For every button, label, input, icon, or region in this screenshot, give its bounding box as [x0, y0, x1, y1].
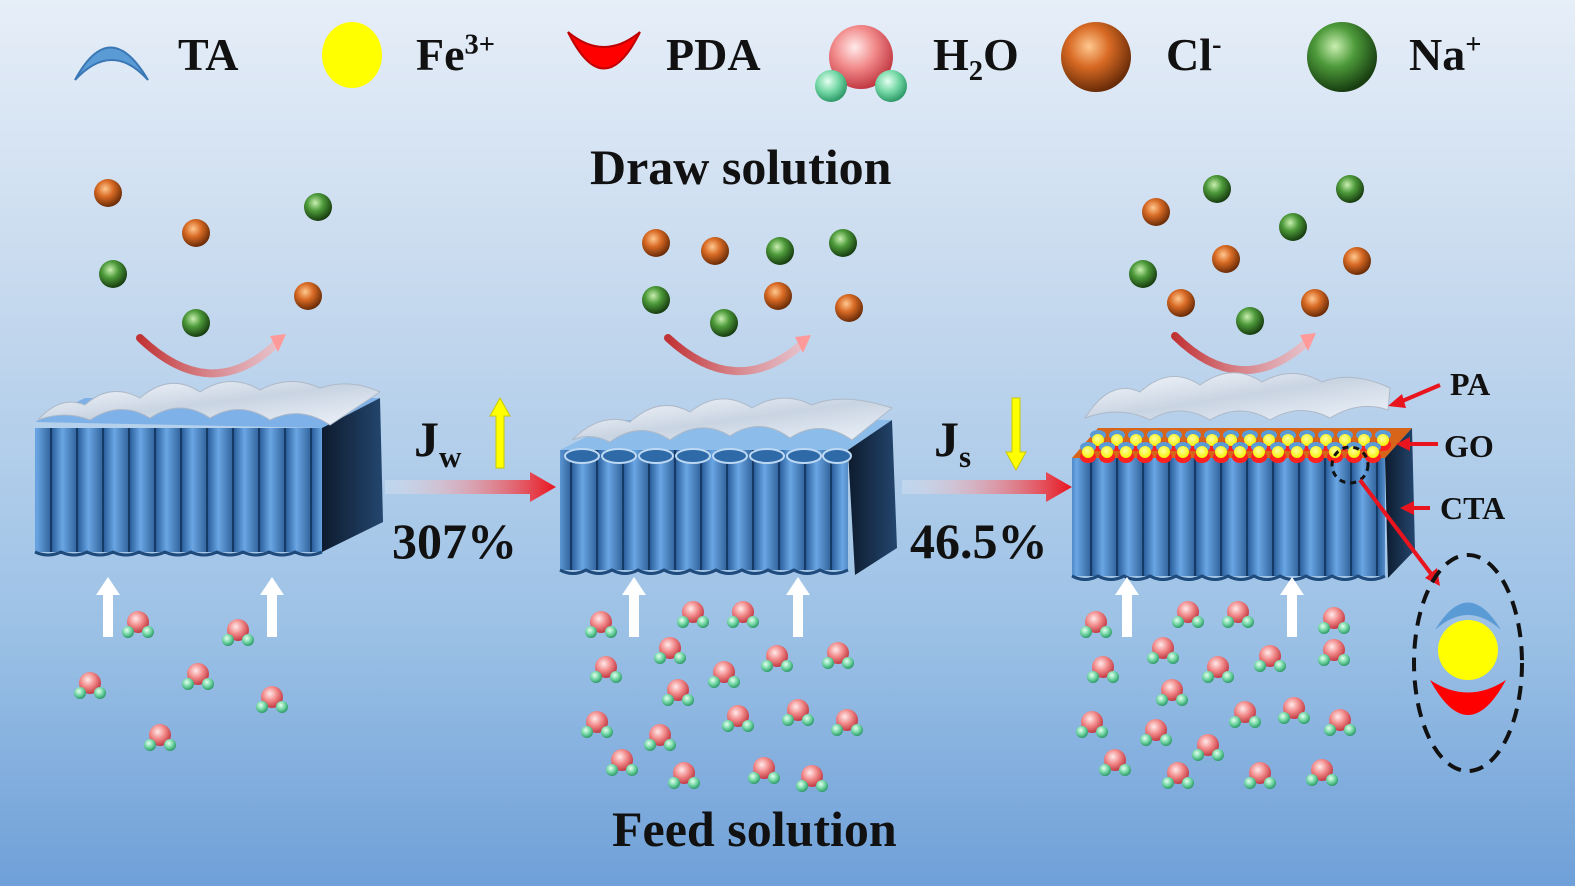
curved-arrow-1 — [136, 334, 286, 378]
membrane-ta-fe — [559, 397, 897, 575]
legend-water-subscript: 2 — [968, 56, 984, 88]
legend-pda-icon — [567, 31, 641, 70]
legend-ta-label: TA — [178, 28, 239, 81]
js-flow-arrow — [902, 472, 1072, 502]
ta-fe-pda-layer — [1080, 430, 1391, 463]
pa-pointer-arrow — [1388, 383, 1441, 408]
js-down-arrow-icon — [1005, 397, 1027, 472]
go-pointer-arrow — [1396, 437, 1438, 451]
legend-water-icon — [815, 25, 907, 102]
draw-solution-title: Draw solution — [590, 139, 892, 195]
legend-chloride-icon — [1061, 22, 1131, 92]
layer-label-go: GO — [1444, 428, 1494, 464]
solute-flux-symbol: Js — [934, 410, 971, 475]
legend-chloride-charge: - — [1212, 29, 1222, 61]
legend-sodium-icon — [1307, 22, 1377, 92]
curved-arrow-3 — [1171, 332, 1316, 375]
ion-cloud-1 — [94, 179, 332, 337]
legend-chloride-label: Cl- — [1166, 28, 1222, 81]
legend-fe-label: Fe3+ — [416, 28, 495, 81]
jw-letter: J — [414, 411, 439, 467]
legend-water-o: O — [983, 29, 1019, 80]
cta-pointer-arrow — [1400, 501, 1430, 515]
legend-sodium-charge: + — [1465, 29, 1482, 61]
legend-fe-text: Fe — [416, 29, 465, 80]
legend-fe-icon — [322, 22, 382, 88]
legend-pda-text: PDA — [666, 29, 761, 80]
legend-sodium-label: Na+ — [1409, 28, 1481, 81]
zoom-callout — [1330, 445, 1524, 773]
layer-label-cta: CTA — [1440, 490, 1506, 526]
legend-water-label: H2O — [933, 28, 1019, 88]
water-cloud-2 — [581, 601, 863, 792]
membrane-pristine — [34, 380, 383, 557]
jw-subscript: w — [439, 439, 462, 474]
ion-cloud-2 — [642, 229, 863, 337]
pa-top-layer — [1083, 372, 1391, 421]
js-letter: J — [934, 411, 959, 467]
legend-chloride-text: Cl — [1166, 29, 1212, 80]
legend-water-h: H — [933, 29, 969, 80]
legend-sodium-text: Na — [1409, 29, 1466, 80]
ion-cloud-3 — [1129, 175, 1371, 335]
legend-fe-charge: 3+ — [464, 29, 496, 61]
curved-arrow-2 — [664, 334, 811, 376]
js-subscript: s — [959, 439, 972, 474]
jw-flow-arrow — [385, 472, 556, 502]
legend-pda-label: PDA — [666, 28, 761, 81]
water-flux-change: 307% — [392, 513, 517, 569]
water-flux-symbol: Jw — [414, 410, 461, 475]
legend-ta-text: TA — [178, 29, 239, 80]
feed-solution-title: Feed solution — [612, 801, 897, 857]
legend-ta-icon — [74, 46, 149, 81]
layer-label-pa: PA — [1450, 366, 1491, 402]
water-cloud-3 — [1076, 601, 1356, 789]
jw-up-arrow-icon — [489, 396, 511, 469]
solute-flux-change: 46.5% — [910, 513, 1048, 569]
